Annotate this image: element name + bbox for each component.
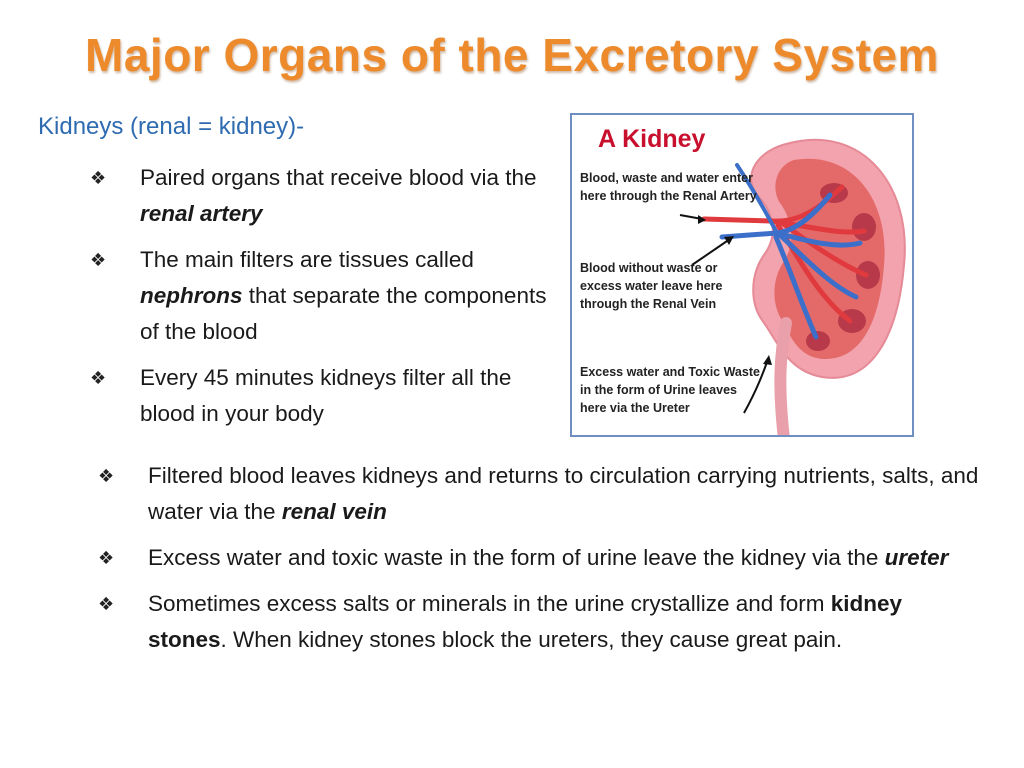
slide-title: Major Organs of the Excretory System: [85, 29, 939, 81]
bullet-text-tail: . When kidney stones block the ureters, …: [220, 627, 843, 652]
keyword-nephrons: nephrons: [140, 283, 243, 308]
bullet-text: Sometimes excess salts or minerals in th…: [148, 591, 831, 616]
vein-branch: [735, 163, 779, 235]
figure-title: A Kidney: [598, 125, 706, 153]
arrowhead: [698, 215, 706, 224]
kidney-figure: A Kidney Blood, waste and water enter he…: [570, 113, 914, 437]
bullet-renal-artery: ❖ Paired organs that receive blood via t…: [88, 160, 548, 232]
label-renal-vein: Blood without waste or excess water leav…: [580, 261, 723, 311]
arrow-vein: [691, 238, 731, 266]
pyramid-shape: [852, 213, 876, 241]
bullet-filter-time: ❖ Every 45 minutes kidneys filter all th…: [88, 360, 548, 432]
bullet-nephrons: ❖ The main filters are tissues called ne…: [88, 242, 548, 350]
bullet-text: Paired organs that receive blood via the: [140, 165, 537, 190]
bullet-text: Filtered blood leaves kidneys and return…: [148, 463, 979, 524]
keyword-renal-vein: renal vein: [281, 499, 387, 524]
keyword-renal-artery: renal artery: [140, 201, 263, 226]
renal-artery: [701, 184, 869, 324]
arrowhead: [724, 236, 734, 245]
bullet-text: The main filters are tissues called: [140, 247, 474, 272]
kidney-illustration: [679, 138, 906, 435]
bottom-bullet-list: ❖ Filtered blood leaves kidneys and retu…: [96, 458, 986, 668]
pyramid-shape: [806, 331, 830, 351]
bullet-ureter: ❖ Excess water and toxic waste in the fo…: [96, 540, 986, 576]
kidneys-intro: Kidneys (renal = kidney)-: [38, 113, 305, 140]
diamond-bullet-icon: ❖: [90, 168, 107, 188]
bullet-kidney-stones: ❖ Sometimes excess salts or minerals in …: [96, 586, 986, 658]
bullet-text: Excess water and toxic waste in the form…: [148, 545, 885, 570]
keyword-kidney-stones: kidney stones: [148, 591, 903, 652]
bullet-text: Every 45 minutes kidneys filter all the …: [140, 365, 512, 426]
diamond-bullet-icon: ❖: [98, 594, 115, 614]
diamond-bullet-icon: ❖: [98, 466, 115, 486]
arrowhead: [763, 355, 772, 365]
renal-vein: [719, 192, 863, 340]
top-bullet-list: ❖ Paired organs that receive blood via t…: [88, 160, 548, 442]
bullet-text-tail: that separate the components of the bloo…: [140, 283, 547, 344]
ureter-tube: [774, 317, 792, 435]
diamond-bullet-icon: ❖: [90, 250, 107, 270]
keyword-ureter: ureter: [884, 545, 949, 570]
diamond-bullet-icon: ❖: [98, 548, 115, 568]
label-ureter: Excess water and Toxic Waste in the form…: [580, 365, 760, 415]
label-renal-artery: Blood, waste and water enter here throug…: [580, 171, 757, 203]
bullet-renal-vein: ❖ Filtered blood leaves kidneys and retu…: [96, 458, 986, 530]
diamond-bullet-icon: ❖: [90, 368, 107, 388]
